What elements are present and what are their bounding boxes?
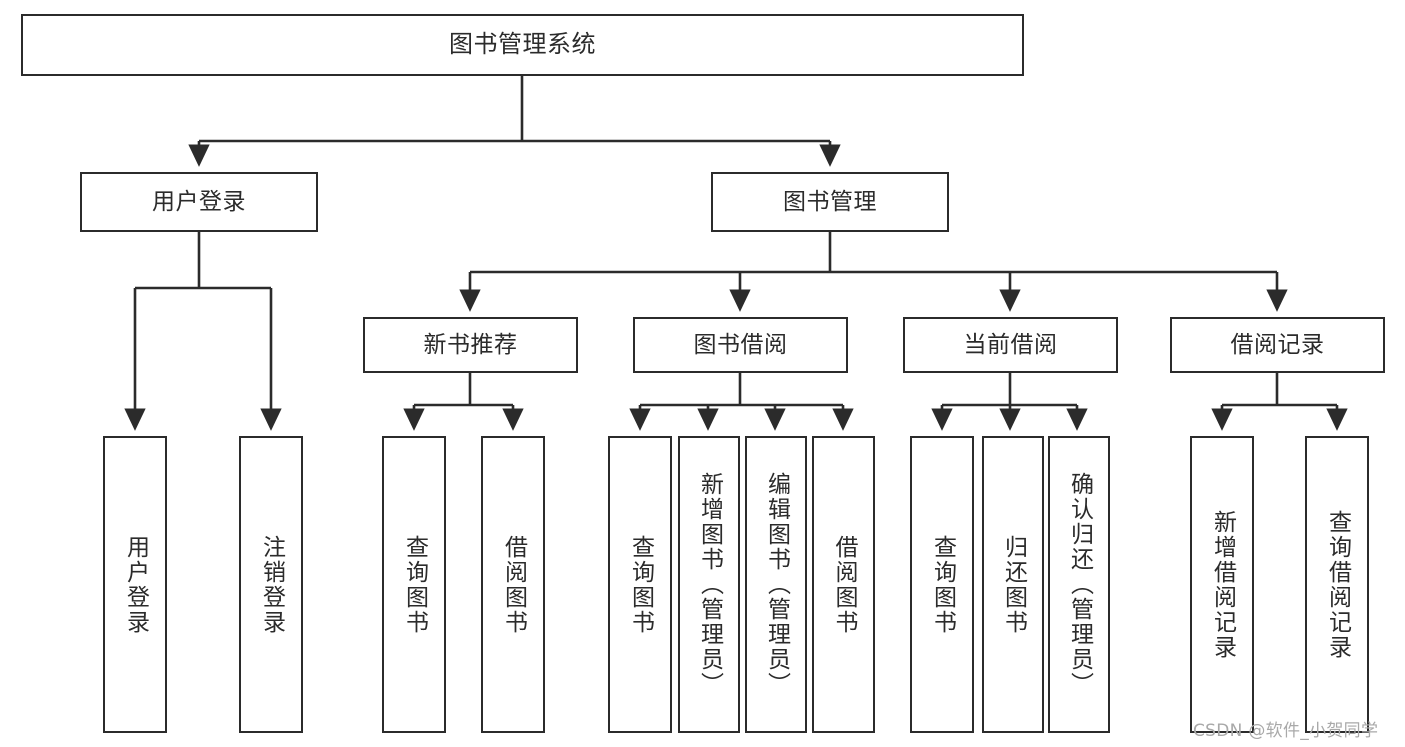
node-user-login[interactable]: 用户登录 bbox=[80, 172, 318, 232]
node-leaf-return-book[interactable]: 归还图书 bbox=[982, 436, 1044, 733]
node-label: 新书推荐 bbox=[423, 331, 518, 358]
node-leaf-query-borrow-record[interactable]: 查询借阅记录 bbox=[1305, 436, 1369, 733]
node-label: 当前借阅 bbox=[963, 331, 1058, 358]
node-leaf-borrow-book[interactable]: 借阅图书 bbox=[812, 436, 875, 733]
node-label: 用户登录 bbox=[122, 534, 149, 635]
node-leaf-query-book-borrow[interactable]: 查询图书 bbox=[608, 436, 672, 733]
node-label: 确认归还（管理员） bbox=[1066, 472, 1093, 697]
node-label: 图书借阅 bbox=[693, 331, 788, 358]
watermark-text: CSDN @软件_小贺同学 bbox=[1193, 721, 1379, 741]
node-leaf-confirm-return-admin[interactable]: 确认归还（管理员） bbox=[1048, 436, 1110, 733]
node-borrow-record[interactable]: 借阅记录 bbox=[1170, 317, 1385, 373]
node-leaf-borrow-book-recommend[interactable]: 借阅图书 bbox=[481, 436, 545, 733]
node-label: 归还图书 bbox=[1000, 534, 1027, 635]
node-label: 图书管理系统 bbox=[449, 30, 596, 59]
node-leaf-add-borrow-record[interactable]: 新增借阅记录 bbox=[1190, 436, 1254, 733]
node-label: 查询图书 bbox=[627, 534, 654, 635]
node-leaf-query-book-current[interactable]: 查询图书 bbox=[910, 436, 974, 733]
node-leaf-edit-book-admin[interactable]: 编辑图书（管理员） bbox=[745, 436, 807, 733]
node-label: 查询图书 bbox=[401, 534, 428, 635]
node-current-borrow[interactable]: 当前借阅 bbox=[903, 317, 1118, 373]
node-book-management[interactable]: 图书管理 bbox=[711, 172, 949, 232]
node-leaf-query-book-recommend[interactable]: 查询图书 bbox=[382, 436, 446, 733]
node-leaf-user-login[interactable]: 用户登录 bbox=[103, 436, 167, 733]
node-book-borrow[interactable]: 图书借阅 bbox=[633, 317, 848, 373]
node-leaf-logout[interactable]: 注销登录 bbox=[239, 436, 303, 733]
node-new-book-recommend[interactable]: 新书推荐 bbox=[363, 317, 578, 373]
node-label: 图书管理 bbox=[783, 188, 877, 215]
node-root-book-management-system[interactable]: 图书管理系统 bbox=[21, 14, 1024, 76]
node-label: 新增图书（管理员） bbox=[696, 472, 723, 697]
node-label: 借阅图书 bbox=[831, 534, 857, 635]
node-leaf-add-book-admin[interactable]: 新增图书（管理员） bbox=[678, 436, 740, 733]
node-label: 用户登录 bbox=[152, 188, 246, 215]
node-label: 注销登录 bbox=[258, 534, 285, 635]
node-label: 新增借阅记录 bbox=[1209, 509, 1236, 660]
node-label: 借阅记录 bbox=[1230, 331, 1325, 358]
node-label: 编辑图书（管理员） bbox=[763, 472, 790, 697]
node-label: 查询借阅记录 bbox=[1324, 509, 1351, 660]
node-label: 查询图书 bbox=[929, 534, 956, 635]
node-label: 借阅图书 bbox=[500, 534, 527, 635]
